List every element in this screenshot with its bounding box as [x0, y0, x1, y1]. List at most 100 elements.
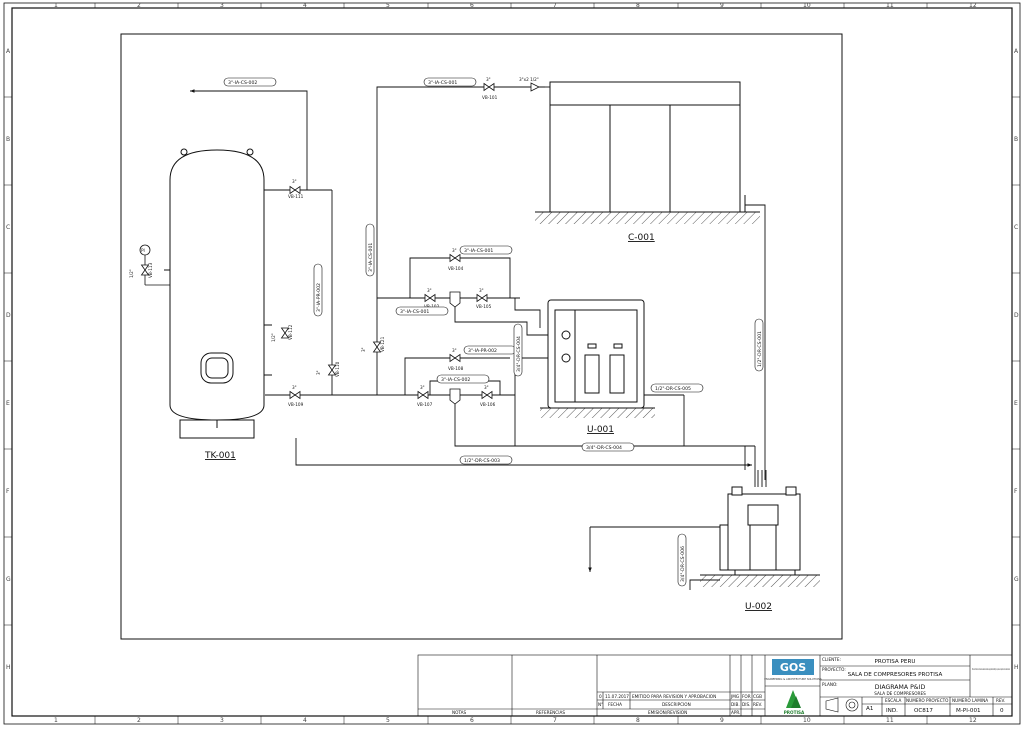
valve-tag: VB-108	[448, 366, 464, 371]
compressor-label: C-001	[628, 233, 655, 243]
line-tag-capsule	[395, 306, 449, 316]
rev-hdr-fecha: FECHA	[608, 702, 622, 707]
rev-row-approved: CGB	[753, 694, 762, 699]
rev-hdr-desc: DESCRIPCION	[662, 702, 691, 707]
valve-size: 3"	[427, 288, 432, 293]
scale-value: IND.	[886, 708, 898, 714]
gate-valve-icon	[289, 390, 301, 400]
tank-tk001	[164, 148, 272, 439]
grid-row-left: C	[6, 224, 10, 231]
drawing-no-value: M-PI-001	[956, 708, 981, 714]
grid-col-top: 3	[220, 2, 224, 9]
gate-valve-icon	[481, 390, 493, 400]
rev-hdr-dis: DIS.	[742, 702, 750, 707]
plan-title: DIAGRAMA P&ID	[875, 684, 926, 691]
valve-size: 3"	[484, 385, 489, 390]
filter-unit-u002	[700, 486, 820, 587]
compressor-c001	[535, 81, 760, 224]
line-tag: 1/2"-DR-CS-005	[655, 386, 691, 392]
grid-col-top: 2	[137, 2, 141, 9]
project-no-value: OC817	[914, 708, 933, 714]
valve-size: 1/2"	[129, 269, 134, 278]
disclaimer: Toda la informacion contenida en este do…	[972, 668, 1010, 671]
rev-value: 0	[1000, 708, 1004, 714]
line-tag: 3"-IA-CS-001	[400, 309, 429, 315]
grid-row-left: G	[6, 576, 11, 583]
tank-label: TK-001	[204, 451, 236, 461]
line-tag-capsule	[423, 77, 477, 87]
grid-row-right: C	[1014, 224, 1018, 231]
grid-col-bottom: 1	[54, 717, 58, 724]
line-tag-capsule	[459, 245, 513, 255]
gate-valve-icon	[417, 390, 429, 400]
valve-size: 3"	[452, 348, 457, 353]
valve-size: 3"	[479, 288, 484, 293]
reducer-size: 3"x2 1/2"	[519, 77, 539, 82]
gate-valve-icon	[140, 264, 150, 276]
valve-tag: VB-104	[448, 266, 464, 271]
rev-row-desc: EMITIDO PARA REVISION Y APROBACION	[632, 694, 716, 699]
grid-col-top: 12	[969, 2, 977, 9]
valve-size: 3"	[486, 77, 491, 82]
line-tag-capsule	[581, 442, 635, 452]
gate-valve-icon	[289, 185, 301, 195]
grid-row-left: B	[6, 136, 10, 143]
reducer-icon	[530, 82, 540, 92]
grid-col-top: 1	[54, 2, 58, 9]
line-tag: 3"-IA-CS-001	[464, 248, 493, 254]
line-tag: 3"-IA-CS-001	[428, 80, 457, 86]
grid-col-bottom: 11	[886, 717, 894, 724]
sheet-size: A1	[866, 706, 874, 712]
strainer-icon	[449, 388, 461, 405]
rev-hdr-apr: APR.	[731, 710, 740, 715]
valve-tag: VB-106	[480, 402, 496, 407]
valve-size: 3"	[292, 385, 297, 390]
rev-hdr-rev: REV.	[753, 702, 762, 707]
dryer-u001	[540, 299, 655, 418]
drawing-frame	[120, 33, 843, 640]
grid-row-left: D	[6, 312, 11, 319]
line-tag-capsule	[650, 383, 704, 393]
title-block-text: NOTAS REFERENCIAS 0 11.07.2017 EMITIDO P…	[452, 657, 1010, 715]
grid-row-left: F	[6, 488, 10, 495]
grid-col-top: 11	[886, 2, 894, 9]
line-tag-capsule	[436, 374, 490, 384]
rev-hdr-emision: EMISION/REVISION	[648, 710, 687, 715]
client-label: CLIENTE:	[822, 657, 841, 662]
notes-header: NOTAS	[452, 710, 467, 715]
gate-valve-icon	[372, 341, 382, 353]
client-value: PROTISA PERU	[875, 659, 916, 665]
grid-col-bottom: 10	[803, 717, 811, 724]
rev-row-checked: FOR	[742, 694, 751, 699]
valve-tag: VB-121	[380, 336, 385, 352]
valve-tag: VB-111	[288, 194, 304, 199]
grid-col-bottom: 2	[137, 717, 141, 724]
drawing-no-label: NUMERO LAMINA	[952, 698, 988, 703]
line-tag-capsule	[313, 263, 323, 317]
rev-hdr-no: N°	[598, 702, 603, 707]
scale-label: ESCALA	[885, 698, 902, 703]
grid-col-bottom: 3	[220, 717, 224, 724]
grid-col-top: 8	[636, 2, 640, 9]
project-label: PROYECTO:	[822, 667, 846, 672]
rev-row-by: JMG	[730, 694, 739, 699]
grid-col-bottom: 6	[470, 717, 474, 724]
sheet-border	[3, 2, 1021, 725]
line-tag-capsule	[459, 455, 513, 465]
line-tag-capsule	[223, 77, 277, 87]
references-header: REFERENCIAS	[536, 710, 565, 715]
gate-valve-icon	[280, 327, 290, 339]
piping	[190, 86, 767, 590]
gate-valve-icon	[476, 293, 488, 303]
valve-tag: VB-110	[335, 361, 340, 377]
strainer-icon	[449, 291, 461, 308]
rev-row-date: 11.07.2017	[605, 694, 629, 699]
valve-tag: VB-113	[148, 262, 153, 278]
valve-tag: VB-101	[482, 95, 498, 100]
line-tag: 3/4"-DR-CS-006	[680, 546, 686, 582]
valve-size: 3"	[316, 370, 321, 375]
protisa-logo-text: PROTISA	[784, 710, 805, 715]
valves: VB-1013"VB-1113"VB-1043"VB-1023"VB-1053"…	[129, 77, 540, 407]
